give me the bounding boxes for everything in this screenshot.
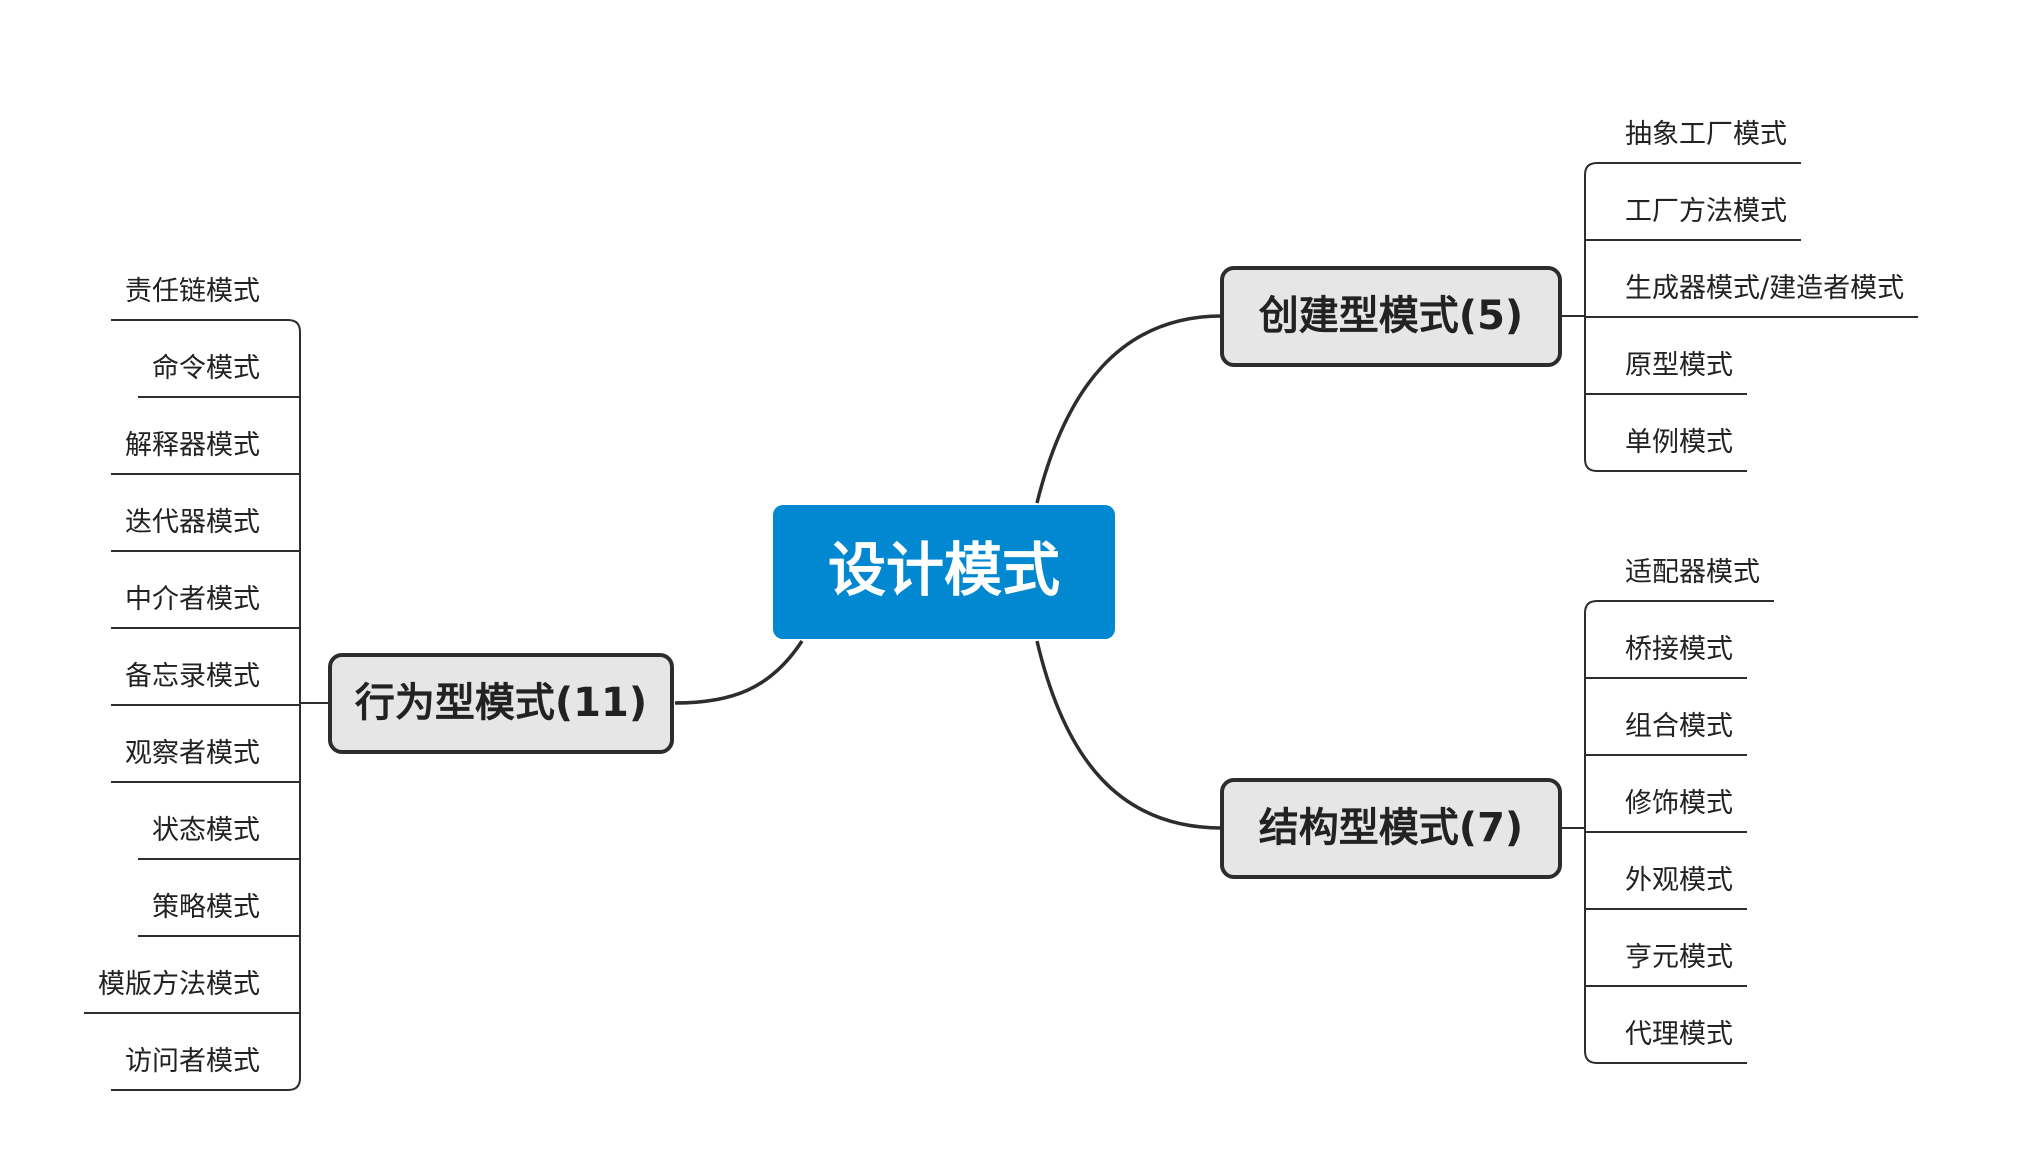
creational-leaf-label[interactable]: 抽象工厂模式 [1625, 119, 1787, 150]
behavioral-leaves: 责任链模式命令模式解释器模式迭代器模式中介者模式备忘录模式观察者模式状态模式策略… [84, 276, 330, 1091]
structural-leaf-label[interactable]: 亨元模式 [1625, 942, 1733, 973]
topic-behavioral[interactable]: 行为型模式(11) [328, 653, 674, 754]
behavioral-leaf-label[interactable]: 观察者模式 [125, 738, 260, 769]
behavioral-leaf-label[interactable]: 中介者模式 [125, 584, 260, 615]
creational-leaf-label[interactable]: 原型模式 [1625, 350, 1733, 381]
behavioral-leaf-label[interactable]: 解释器模式 [125, 430, 260, 461]
central-topic-label: 设计模式 [828, 536, 1060, 604]
creational-leaf-label[interactable]: 工厂方法模式 [1625, 196, 1787, 227]
central-topic-box [773, 505, 1115, 639]
behavioral-leaf-label[interactable]: 状态模式 [152, 815, 260, 846]
behavioral-leaf-label[interactable]: 责任链模式 [125, 276, 260, 307]
topic-structural[interactable]: 结构型模式(7) [1220, 778, 1562, 879]
behavioral-leaf-label[interactable]: 策略模式 [152, 892, 260, 923]
creational-leaf-label[interactable]: 生成器模式/建造者模式 [1625, 273, 1904, 304]
topic-structural-label: 结构型模式(7) [1259, 805, 1523, 851]
behavioral-leaf-label[interactable]: 迭代器模式 [125, 507, 260, 538]
topic-structural-box [1220, 778, 1562, 879]
connector-behavioral [674, 640, 804, 705]
connector-structural [1035, 640, 1223, 830]
structural-leaf-label[interactable]: 适配器模式 [1625, 557, 1760, 588]
topic-creational-label: 创建型模式(5) [1259, 293, 1523, 339]
behavioral-leaf-label[interactable]: 模版方法模式 [98, 969, 260, 1000]
topic-behavioral-label: 行为型模式(11) [355, 680, 647, 726]
topic-creational[interactable]: 创建型模式(5) [1220, 266, 1562, 367]
topic-behavioral-box [328, 653, 674, 754]
behavioral-leaf-label[interactable]: 命令模式 [152, 353, 260, 384]
structural-leaf-label[interactable]: 组合模式 [1625, 711, 1733, 742]
topic-creational-box [1220, 266, 1562, 367]
connector-creational [1035, 314, 1223, 504]
behavioral-leaf-label[interactable]: 备忘录模式 [125, 661, 260, 692]
structural-leaf-label[interactable]: 桥接模式 [1625, 634, 1733, 665]
structural-leaf-label[interactable]: 代理模式 [1625, 1019, 1733, 1050]
central-topic[interactable]: 设计模式 [773, 505, 1115, 639]
structural-leaf-label[interactable]: 外观模式 [1625, 865, 1733, 896]
behavioral-leaf-label[interactable]: 访问者模式 [125, 1046, 260, 1077]
structural-leaf-label[interactable]: 修饰模式 [1625, 788, 1733, 819]
creational-leaf-label[interactable]: 单例模式 [1625, 427, 1733, 458]
